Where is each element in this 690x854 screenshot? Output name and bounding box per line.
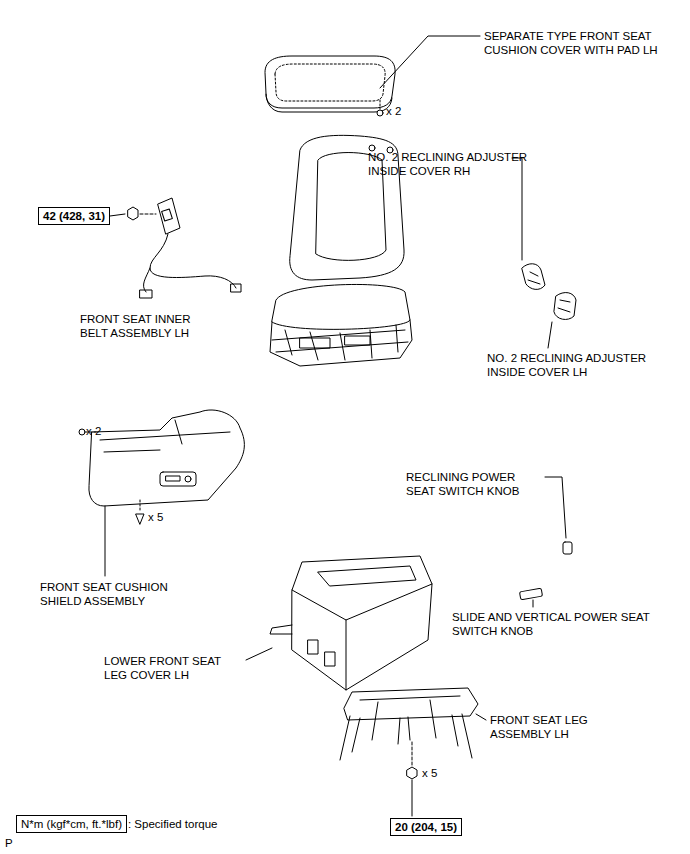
note-text: x 2: [86, 424, 101, 438]
part-name: LOWER FRONT SEAT LEG COVER LH: [104, 654, 244, 682]
torque-value: 42 (428, 31): [43, 209, 105, 223]
note-text: x 5: [422, 766, 437, 780]
torque-box: 20 (204, 15): [390, 818, 462, 836]
part-name: NO. 2 RECLINING ADJUSTER INSIDE COVER LH: [487, 351, 677, 379]
part-name: NO. 2 RECLINING ADJUSTER INSIDE COVER RH: [368, 150, 558, 178]
part-name: SEPARATE TYPE FRONT SEAT CUSHION COVER W…: [484, 29, 680, 57]
part-name: FRONT SEAT LEG ASSEMBLY LH: [490, 713, 622, 741]
part-name: FRONT SEAT INNER BELT ASSEMBLY LH: [80, 312, 210, 340]
torque-value: 20 (204, 15): [395, 820, 457, 834]
torque-box: 42 (428, 31): [38, 207, 110, 225]
torque-value: N*m (kgf*cm, ft.*lbf): [21, 817, 122, 831]
note-text: x 2: [386, 104, 401, 118]
part-name: RECLINING POWER SEAT SWITCH KNOB: [406, 470, 544, 498]
part-name: SLIDE AND VERTICAL POWER SEAT SWITCH KNO…: [452, 610, 652, 638]
part-name: FRONT SEAT CUSHION SHIELD ASSEMBLY: [40, 580, 200, 608]
note-text: x 5: [148, 510, 163, 524]
note-text: : Specified torque: [128, 817, 218, 831]
note-text: P: [5, 836, 13, 850]
torque-box: N*m (kgf*cm, ft.*lbf): [16, 815, 127, 833]
